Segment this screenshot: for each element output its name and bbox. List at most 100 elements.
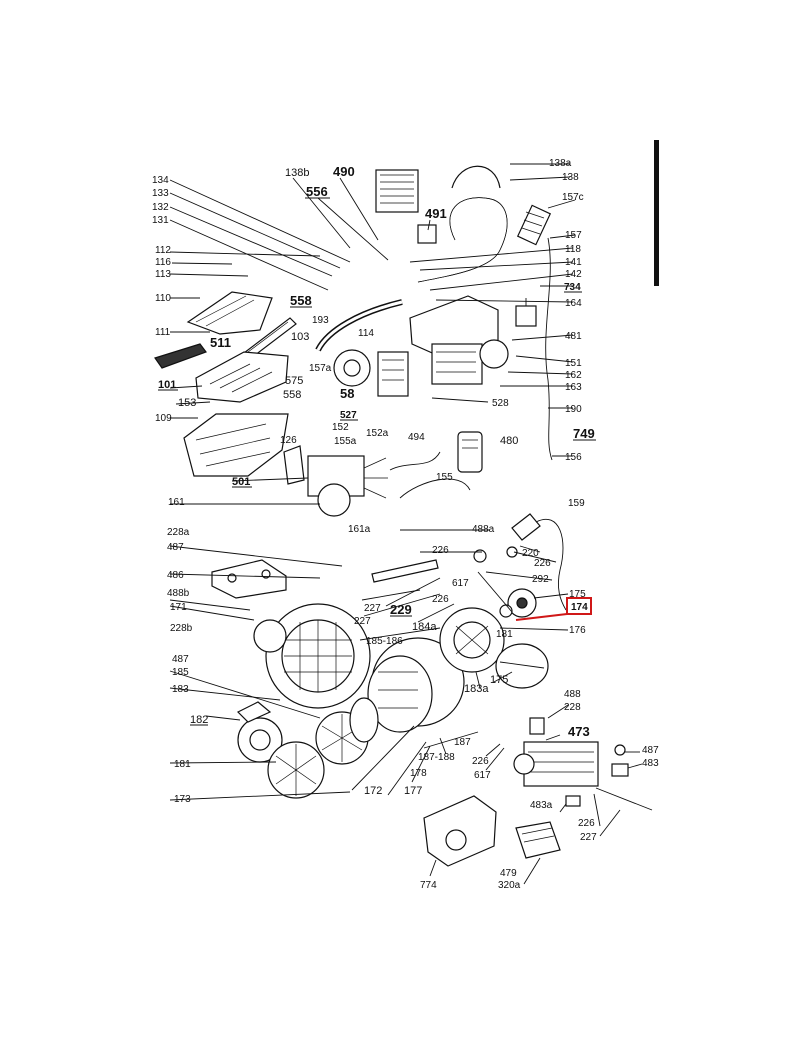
label-229: 229 <box>390 602 412 617</box>
label-473: 473 <box>568 724 590 739</box>
label-164: 164 <box>565 298 582 309</box>
block-479 <box>515 821 561 859</box>
label-527: 527 <box>340 410 357 421</box>
label-494: 494 <box>408 432 425 443</box>
label-161a: 161a <box>348 524 371 535</box>
bracket-486 <box>211 559 287 599</box>
label-131: 131 <box>152 215 169 226</box>
label-227b: 227 <box>354 616 371 627</box>
hose-114 <box>315 299 403 352</box>
part-483a <box>565 795 581 807</box>
label-142: 142 <box>565 269 582 280</box>
label-181b: 181 <box>496 629 513 640</box>
label-193: 193 <box>312 315 329 326</box>
label-226e: 226 <box>578 818 595 829</box>
label-184a: 184a <box>412 621 437 633</box>
cover-774 <box>423 795 497 867</box>
label-227a: 227 <box>364 603 381 614</box>
label-185-186: 185-186 <box>366 636 403 647</box>
filter-part <box>516 204 552 246</box>
flange-181 <box>267 741 325 799</box>
part-labels: 138a 138 157c 157 118 141 142 734 164 48… <box>152 158 659 891</box>
label-138a: 138a <box>549 158 572 169</box>
label-227c: 227 <box>580 832 597 843</box>
label-220: 220 <box>522 548 539 559</box>
label-141: 141 <box>565 257 582 268</box>
label-112: 112 <box>155 245 171 256</box>
label-163: 163 <box>565 382 582 393</box>
scan-edge-strip <box>654 140 659 286</box>
label-617a: 617 <box>452 578 469 589</box>
rod-617 <box>385 577 441 607</box>
label-101: 101 <box>158 379 176 391</box>
pin-227 <box>595 787 653 811</box>
pump-157a <box>333 349 371 387</box>
label-155a: 155a <box>334 436 357 447</box>
label-488a: 488a <box>472 524 495 535</box>
label-155: 155 <box>436 472 453 483</box>
wire-harness <box>545 237 553 461</box>
label-483: 483 <box>642 758 659 769</box>
dispenser-101 <box>195 351 289 403</box>
tray-109 <box>183 413 289 477</box>
label-176: 176 <box>569 625 586 636</box>
label-185: 185 <box>172 667 189 678</box>
label-162: 162 <box>565 370 582 381</box>
label-488b: 488b <box>167 588 190 599</box>
strip-187 <box>423 731 479 749</box>
label-116: 116 <box>155 257 171 268</box>
label-187: 187 <box>454 737 471 748</box>
label-underlines <box>158 197 596 726</box>
label-481: 481 <box>565 331 582 342</box>
label-114: 114 <box>358 328 374 339</box>
label-487c: 487 <box>642 745 659 756</box>
plug-159 <box>511 513 567 611</box>
label-111: 111 <box>155 327 171 338</box>
label-126: 126 <box>280 435 297 446</box>
label-58: 58 <box>340 386 354 401</box>
label-183: 183 <box>172 684 189 695</box>
label-480: 480 <box>500 435 518 447</box>
label-320a: 320a <box>498 880 521 891</box>
label-103: 103 <box>291 331 309 343</box>
label-181a: 181 <box>174 759 191 770</box>
highlight-174 <box>515 597 592 621</box>
label-152a: 152a <box>366 428 389 439</box>
label-118: 118 <box>565 244 581 255</box>
flange-182 <box>236 701 283 763</box>
label-175a: 175 <box>490 674 508 686</box>
label-134: 134 <box>152 175 169 186</box>
label-558b: 558 <box>283 389 301 401</box>
wire-155 <box>389 451 471 499</box>
label-173: 173 <box>174 794 191 805</box>
label-171: 171 <box>170 602 187 613</box>
hose-part <box>417 165 508 283</box>
label-157c: 157c <box>562 192 584 203</box>
rear-tub-171 <box>253 603 371 709</box>
label-159: 159 <box>568 498 585 509</box>
label-228a: 228a <box>167 527 190 538</box>
label-487b: 487 <box>172 654 189 665</box>
label-183a: 183a <box>464 683 489 695</box>
capacitor-164 <box>515 298 537 327</box>
label-190: 190 <box>565 404 582 415</box>
label-178: 178 <box>410 768 427 779</box>
label-749: 749 <box>573 426 595 441</box>
label-156: 156 <box>565 452 582 463</box>
label-734: 734 <box>564 282 581 293</box>
label-511: 511 <box>210 335 231 350</box>
drum-185-186 <box>367 637 465 733</box>
motor-473 <box>513 717 599 787</box>
label-490: 490 <box>333 164 355 179</box>
label-228b: 228b <box>170 623 193 634</box>
label-174: 174 <box>571 602 588 613</box>
label-479: 479 <box>500 868 517 879</box>
bracket-126 <box>283 445 305 485</box>
label-138: 138 <box>562 172 579 183</box>
label-483a: 483a <box>530 800 553 811</box>
label-133: 133 <box>152 188 169 199</box>
label-486: 486 <box>167 570 184 581</box>
label-153: 153 <box>178 397 196 409</box>
label-528: 528 <box>492 398 509 409</box>
